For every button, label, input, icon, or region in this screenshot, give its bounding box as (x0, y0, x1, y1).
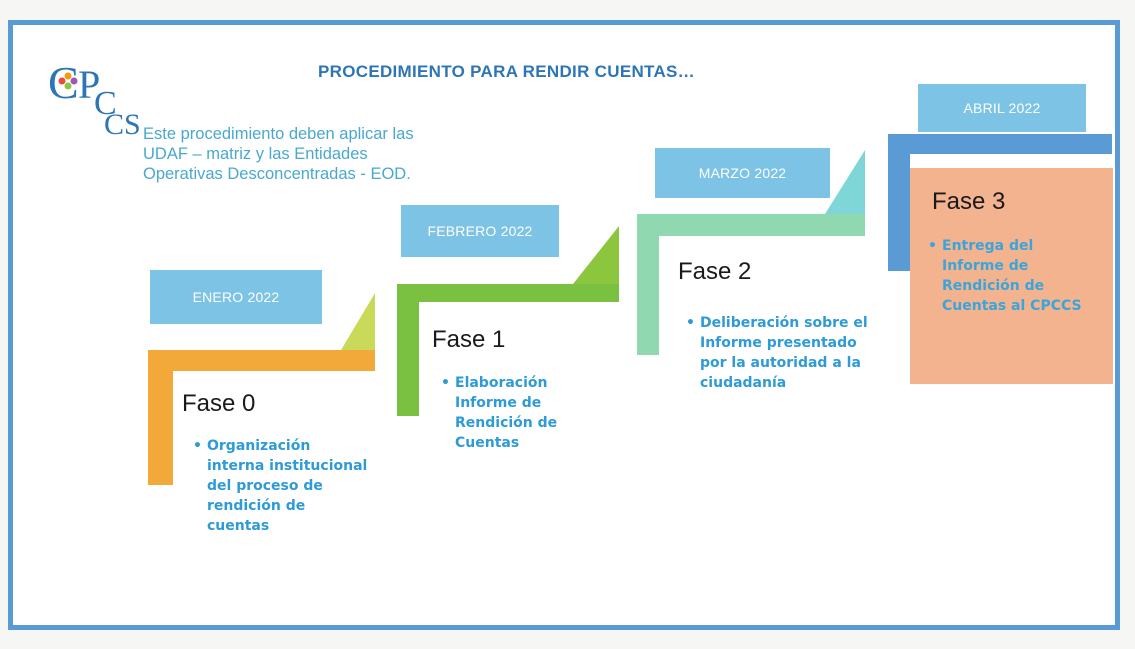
svg-text:C: C (94, 85, 117, 122)
fase-1-description: • Elaboración Informe de Rendición de Cu… (441, 373, 610, 453)
intro-text: Este procedimiento deben aplicar las UDA… (143, 125, 414, 183)
fase-3-title: Fase 3 (932, 188, 1006, 215)
page-title: PROCEDIMIENTO PARA RENDIR CUENTAS… (318, 62, 695, 81)
fase-3-box (910, 168, 1113, 384)
fase-2-text: Deliberación sobre el Informe presentado… (700, 315, 868, 391)
fase-0-description: • Organización interna institucional del… (193, 436, 372, 536)
fase-1-text: Elaboración Informe de Rendición de Cuen… (455, 375, 558, 451)
date-box-enero: ENERO 2022 (150, 270, 322, 324)
fase-2-title: Fase 2 (678, 258, 752, 285)
fase-3-shape (888, 134, 1112, 271)
fase-3-description: • Entrega del Informe de Rendición de Cu… (928, 236, 1092, 316)
bullet: • (193, 438, 202, 454)
bullet: • (686, 315, 695, 331)
date-box-abril: ABRIL 2022 (918, 84, 1086, 132)
fase-2-description: • Deliberación sobre el Informe presenta… (686, 313, 875, 393)
fase-3-text: Entrega del Informe de Rendición de Cuen… (942, 238, 1082, 314)
fase-0-shape (148, 293, 375, 485)
svg-text:CS: CS (104, 108, 141, 136)
date-box-febrero: FEBRERO 2022 (401, 205, 559, 257)
fase-1-title: Fase 1 (432, 326, 506, 353)
svg-text:P: P (78, 62, 100, 107)
fase-0-title: Fase 0 (182, 390, 256, 417)
bullet: • (928, 238, 937, 254)
cpccs-logo: C P C CS (48, 57, 141, 136)
fase-0-text: Organización interna institucional del p… (207, 438, 368, 534)
fase-1-shape (397, 226, 619, 416)
date-box-marzo: MARZO 2022 (655, 148, 830, 198)
fase-2-shape (637, 150, 865, 355)
bullet: • (441, 375, 450, 391)
